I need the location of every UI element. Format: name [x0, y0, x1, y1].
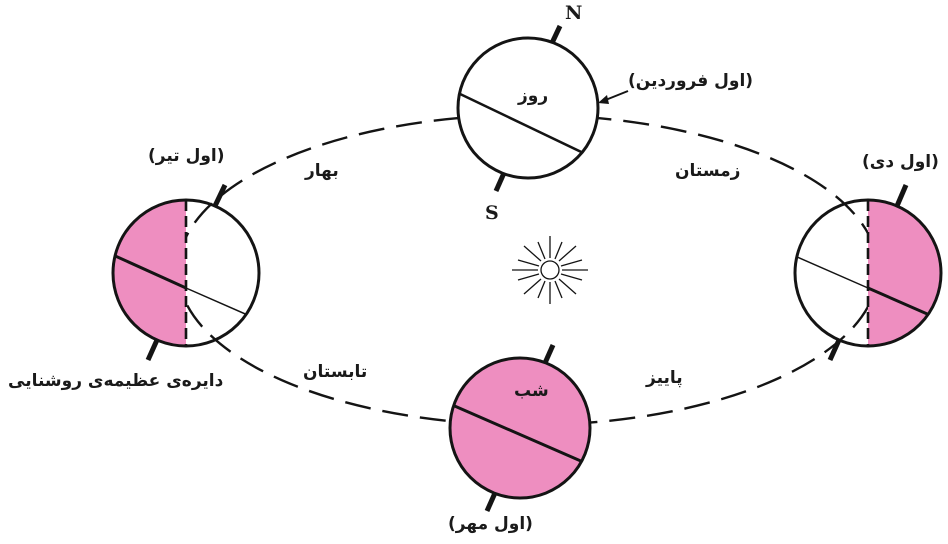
terminator-circle-label: دایره‌ی عظیمه‌ی روشنایی [8, 371, 224, 391]
autumn-equinox-date: (اول مهر) [448, 514, 533, 534]
axis-stub-bottom [827, 338, 842, 362]
axis-stub-bottom [484, 491, 498, 513]
north-pole-label: N [565, 2, 583, 24]
winter-solstice-date: (اول دی) [862, 152, 939, 172]
sun-icon [512, 236, 588, 304]
axis-stub-top [212, 183, 228, 208]
season-autumn-label: پاییز [646, 368, 683, 388]
spring-equinox-date: (اول فروردین) [628, 71, 754, 91]
season-summer-label: تابستان [303, 362, 368, 382]
season-spring-label: بهار [305, 161, 339, 181]
axis-stub-top [894, 184, 909, 207]
south-pole-label: S [485, 202, 499, 224]
axis-stub-bottom [145, 338, 160, 362]
earth-autumn-equinox [448, 343, 592, 513]
season-winter-label: زمستان [675, 161, 741, 181]
summer-solstice-date: (اول تیر) [148, 146, 225, 166]
earth-spring-equinox [456, 24, 600, 193]
night-half-label: شب [514, 381, 549, 401]
earth-summer-solstice [111, 183, 261, 362]
axis-north-stub [549, 24, 563, 45]
pointer-arrow [598, 90, 629, 104]
day-half-label: روز [518, 86, 549, 106]
axis-stub-top [542, 343, 556, 365]
axis-south-stub [493, 171, 507, 193]
earth-winter-solstice [793, 184, 943, 362]
